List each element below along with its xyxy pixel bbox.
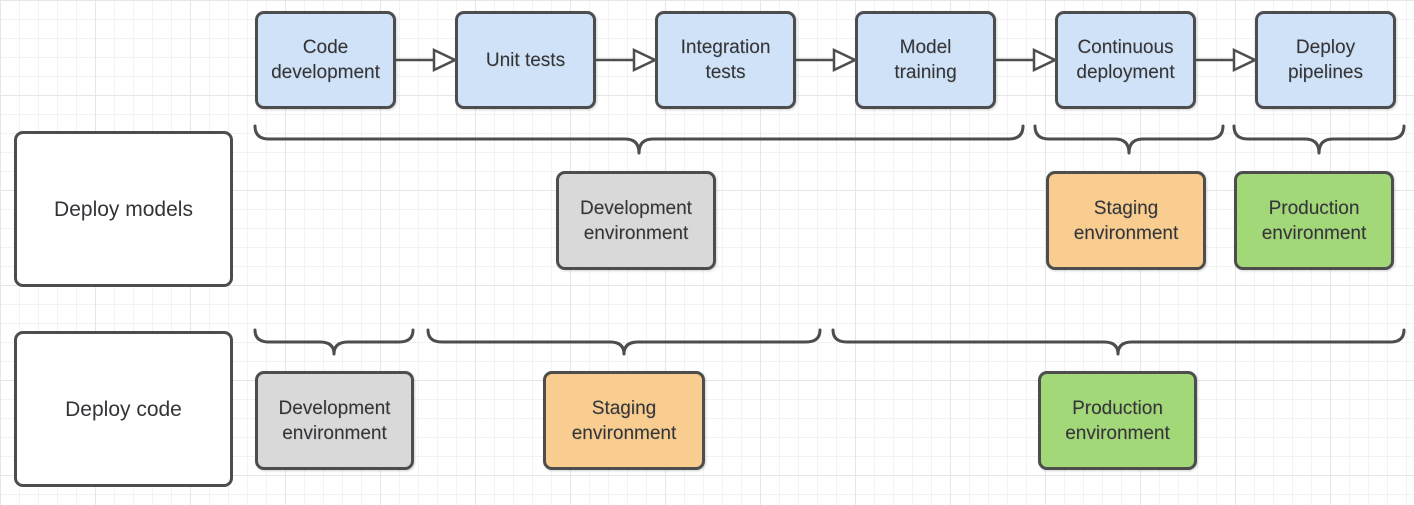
env-models-development: Development environment xyxy=(556,171,716,270)
env-code-production: Production environment xyxy=(1038,371,1197,470)
env-code-development: Development environment xyxy=(255,371,414,470)
step-continuous-deployment: Continuous deployment xyxy=(1055,11,1196,109)
flow-arrow xyxy=(796,48,858,72)
step-deploy-pipelines: Deploy pipelines xyxy=(1255,11,1396,109)
flow-arrow xyxy=(1196,48,1258,72)
brace-models-development xyxy=(253,124,1025,155)
step-unit-tests: Unit tests xyxy=(455,11,596,109)
flow-arrow xyxy=(996,48,1058,72)
env-models-staging: Staging environment xyxy=(1046,171,1206,270)
env-models-production: Production environment xyxy=(1234,171,1394,270)
env-code-staging: Staging environment xyxy=(543,371,705,470)
row-label-deploy-models: Deploy models xyxy=(14,131,233,287)
brace-code-development xyxy=(253,328,415,356)
brace-code-production xyxy=(831,328,1406,356)
brace-models-staging xyxy=(1033,124,1225,155)
brace-models-production xyxy=(1232,124,1406,155)
row-label-deploy-code: Deploy code xyxy=(14,331,233,487)
brace-code-staging xyxy=(426,328,822,356)
flow-arrow xyxy=(596,48,658,72)
step-code-development: Code development xyxy=(255,11,396,109)
flow-arrow xyxy=(396,48,458,72)
step-integration-tests: Integration tests xyxy=(655,11,796,109)
step-model-training: Model training xyxy=(855,11,996,109)
